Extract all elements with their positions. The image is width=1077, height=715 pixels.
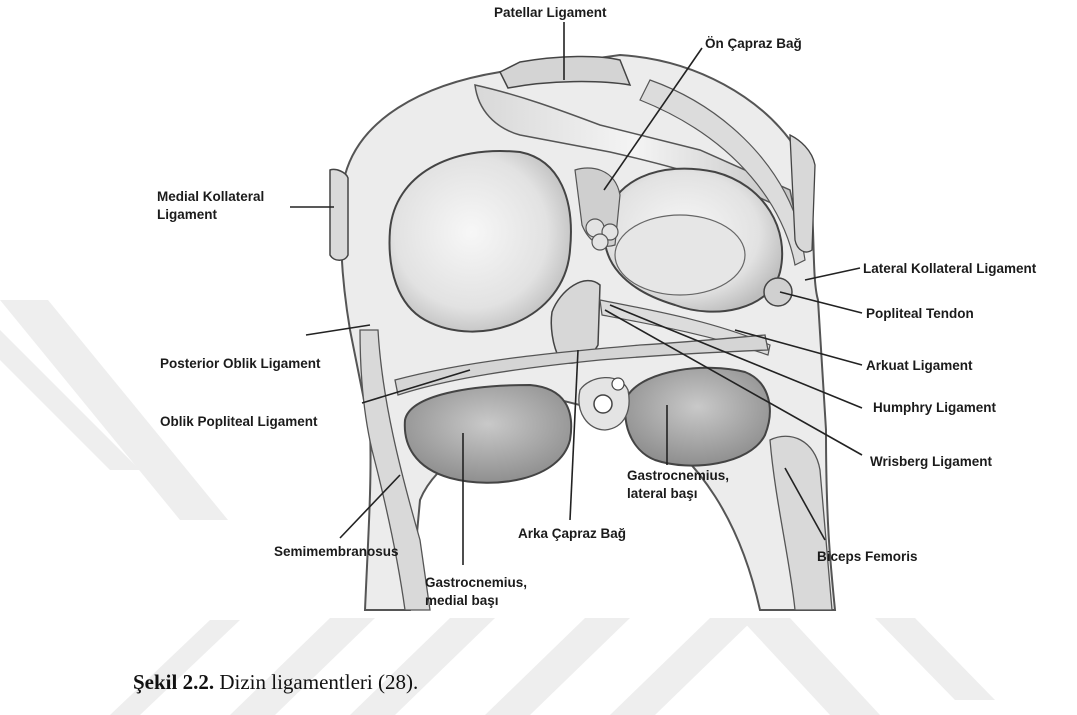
gastrocnemius-medial-head: [405, 385, 571, 483]
label-gastrocnemius-lateral: Gastrocnemius, lateral başı: [627, 467, 729, 503]
popliteal-tendon-node: [764, 278, 792, 306]
label-humphry-ligament: Humphry Ligament: [873, 399, 996, 417]
figure-caption: Şekil 2.2. Dizin ligamentleri (28).: [133, 670, 418, 695]
label-lateral-kollateral-ligament: Lateral Kollateral Ligament: [863, 260, 1036, 278]
label-posterior-oblik-ligament: Posterior Oblik Ligament: [160, 355, 321, 373]
label-gastrocnemius-medial: Gastrocnemius, medial başı: [425, 574, 527, 610]
caption-text: Dizin ligamentleri (28).: [214, 670, 418, 694]
label-patellar-ligament: Patellar Ligament: [494, 4, 607, 22]
label-wrisberg-ligament: Wrisberg Ligament: [870, 453, 992, 471]
label-oblik-popliteal-ligament: Oblik Popliteal Ligament: [160, 413, 318, 431]
medial-condyle: [390, 151, 571, 332]
lateral-condyle-inner: [615, 215, 745, 295]
label-on-capraz-bag: Ön Çapraz Bağ: [705, 35, 802, 53]
label-medial-kollateral-ligament: Medial Kollateral Ligament: [157, 188, 264, 224]
vessel-lumen: [612, 378, 624, 390]
vessel-lumen: [594, 395, 612, 413]
label-arka-capraz-bag: Arka Çapraz Bağ: [518, 525, 626, 543]
label-popliteal-tendon: Popliteal Tendon: [866, 305, 974, 323]
gastrocnemius-lateral-head: [625, 368, 770, 466]
label-semimembranosus: Semimembranosus: [274, 543, 399, 561]
label-biceps-femoris: Biceps Femoris: [817, 548, 918, 566]
menisco-nodule: [592, 234, 608, 250]
label-arkuat-ligament: Arkuat Ligament: [866, 357, 973, 375]
medial-collateral-shape: [330, 169, 348, 260]
caption-number: Şekil 2.2.: [133, 670, 214, 694]
